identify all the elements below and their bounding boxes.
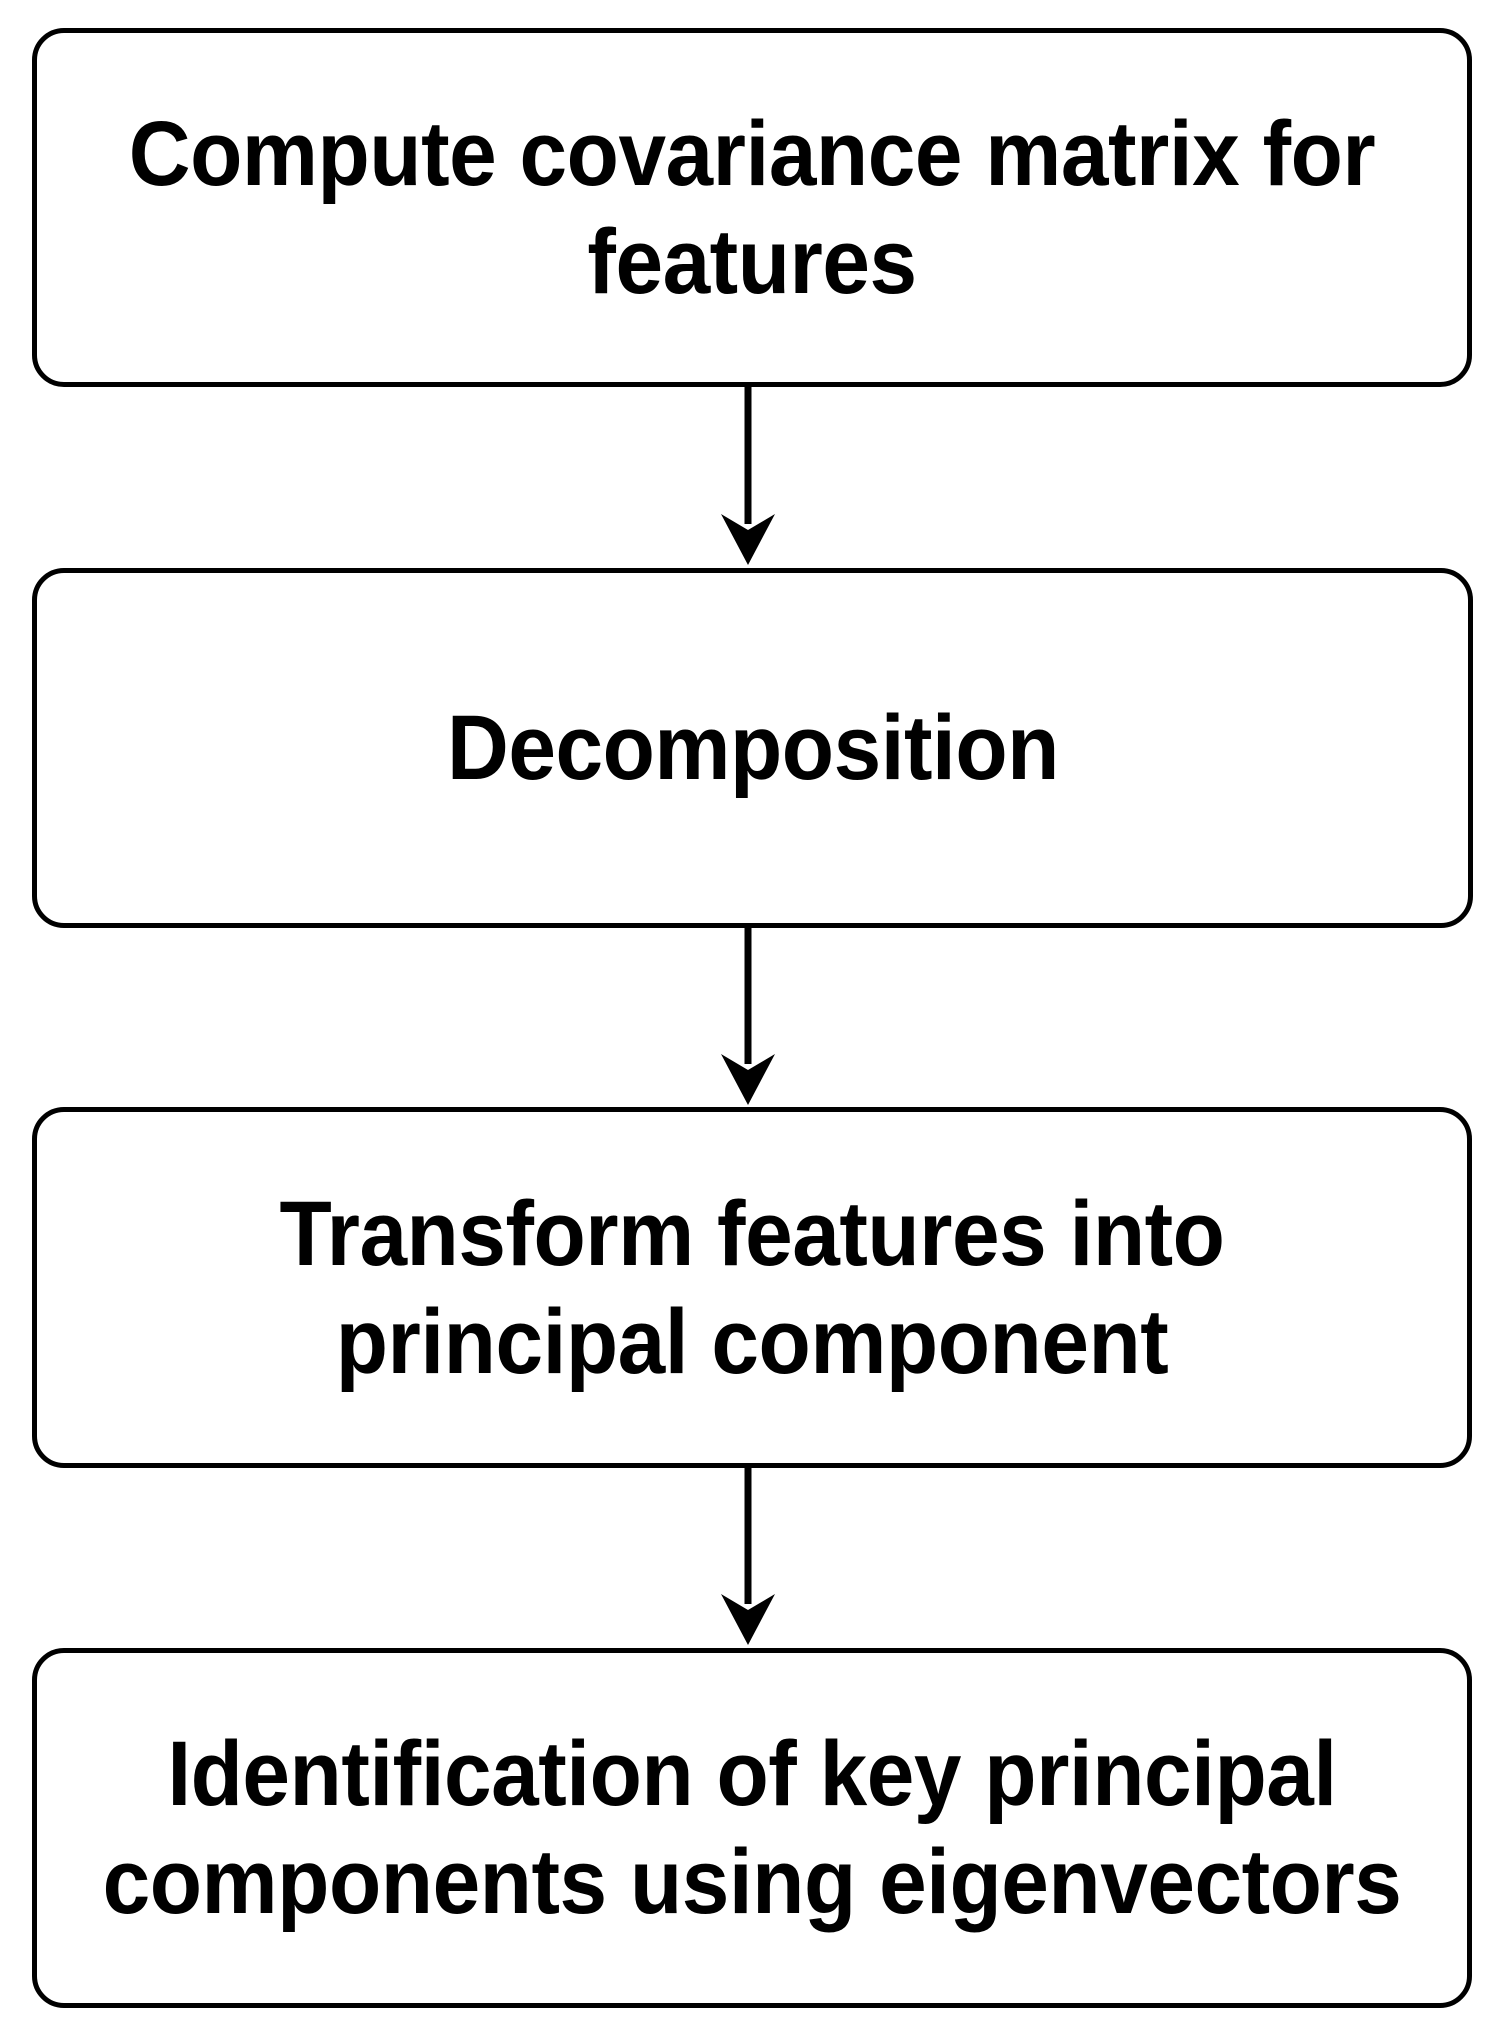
node-label: Identification of key principal componen…	[102, 1723, 1402, 1933]
flowchart-node-decomposition[interactable]: Decomposition	[32, 568, 1473, 928]
node-label: Decomposition	[446, 697, 1059, 799]
flowchart-node-transform-features[interactable]: Transform features into principal compon…	[32, 1107, 1472, 1468]
flowchart-node-identification-key-components[interactable]: Identification of key principal componen…	[32, 1648, 1472, 2008]
connector-node1-to-node2	[721, 387, 775, 565]
connector-node3-to-node4	[721, 1468, 775, 1645]
node-label: Compute covariance matrix for features	[128, 102, 1376, 313]
node-label: Transform features into principal compon…	[279, 1182, 1225, 1393]
flowchart-node-compute-covariance-matrix[interactable]: Compute covariance matrix for features	[32, 28, 1472, 387]
connector-node2-to-node3	[721, 928, 775, 1105]
